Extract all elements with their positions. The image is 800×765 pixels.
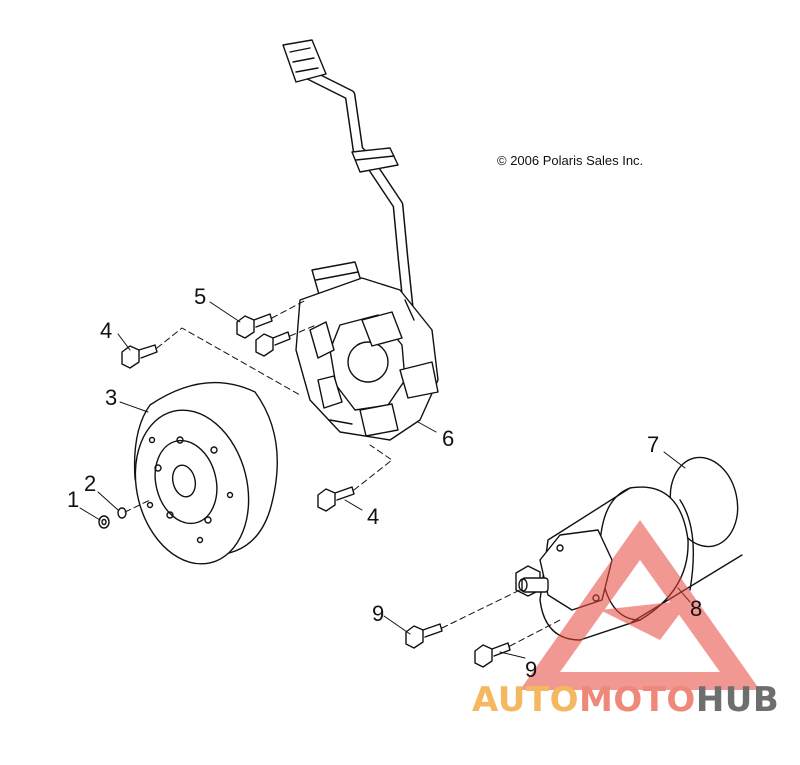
callout-2: 2 bbox=[84, 471, 96, 496]
leader-lines bbox=[79, 301, 691, 659]
stator-wire-harness bbox=[282, 39, 416, 331]
callout-6: 6 bbox=[442, 426, 454, 451]
callout-8: 8 bbox=[690, 596, 702, 621]
watermark-part-auto: AUTO bbox=[472, 680, 579, 720]
stator bbox=[295, 261, 439, 441]
callout-5: 5 bbox=[194, 284, 206, 309]
callout-4-lower: 4 bbox=[367, 504, 379, 529]
copyright-notice: © 2006 Polaris Sales Inc. bbox=[497, 153, 644, 168]
screw-item-5-upper bbox=[236, 313, 273, 339]
screw-item-5-lower bbox=[255, 331, 291, 357]
flywheel-nut bbox=[98, 515, 110, 529]
callout-4-upper: 4 bbox=[100, 318, 112, 343]
watermark-brand-text: AUTOMOTOHUB bbox=[472, 680, 779, 720]
callout-1: 1 bbox=[67, 487, 79, 512]
watermark-triangle-logo bbox=[520, 520, 760, 690]
bolt-item-4-upper bbox=[121, 344, 158, 369]
bolt-item-9-upper bbox=[405, 623, 443, 649]
callout-9-lower: 9 bbox=[525, 657, 537, 682]
bolt-item-9-lower bbox=[474, 642, 511, 668]
watermark-part-hub: HUB bbox=[695, 680, 780, 720]
bolt-item-4-lower bbox=[317, 486, 355, 512]
callout-9-upper: 9 bbox=[372, 601, 384, 626]
flywheel-washer bbox=[117, 507, 127, 519]
watermark-part-moto: MOTO bbox=[578, 680, 696, 720]
callout-7: 7 bbox=[647, 432, 659, 457]
flywheel bbox=[133, 381, 278, 565]
callout-3: 3 bbox=[105, 385, 117, 410]
assembly-lines bbox=[124, 299, 561, 647]
